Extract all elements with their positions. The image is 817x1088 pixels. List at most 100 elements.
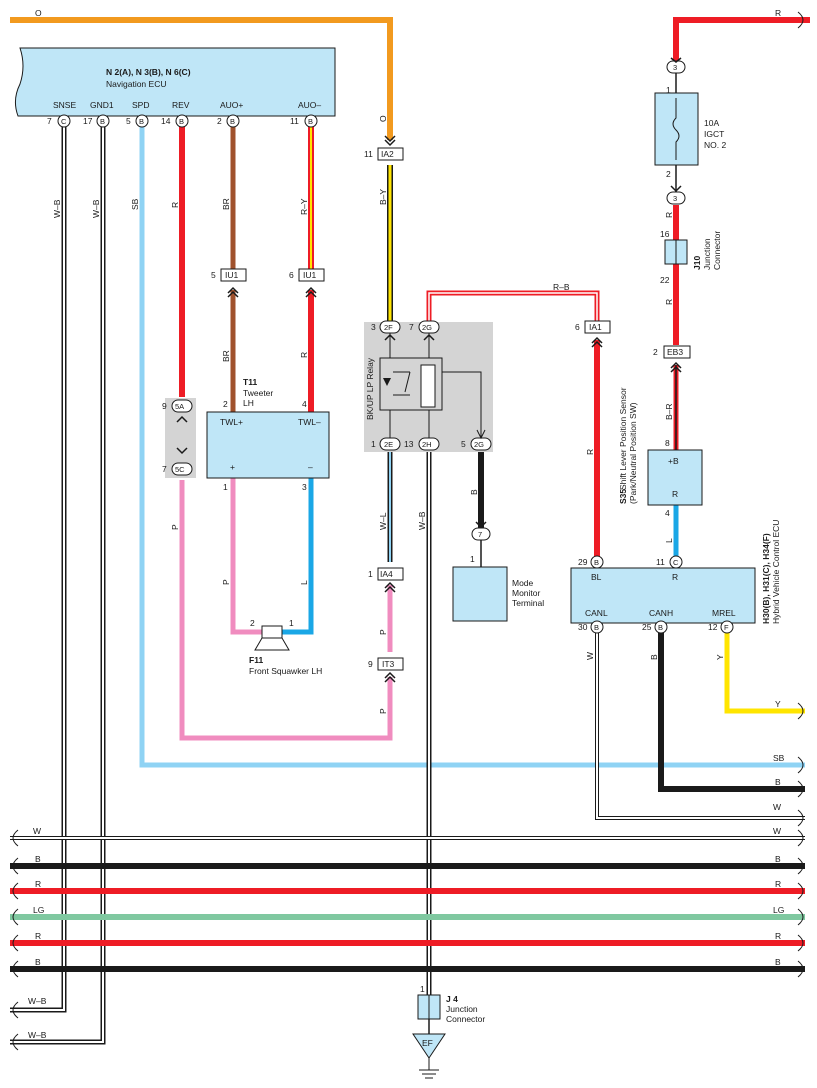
svg-text:6: 6: [575, 322, 580, 332]
svg-text:22: 22: [660, 275, 670, 285]
svg-text:Junction: Junction: [446, 1004, 478, 1014]
svg-text:F11: F11: [249, 655, 263, 665]
svg-text:B: B: [100, 117, 105, 126]
svg-text:AUO+: AUO+: [220, 100, 243, 110]
svg-text:CANH: CANH: [649, 608, 673, 618]
svg-text:L: L: [299, 580, 309, 585]
svg-text:R: R: [775, 8, 781, 18]
svg-text:F: F: [724, 623, 729, 632]
svg-text:R–B: R–B: [553, 282, 570, 292]
svg-text:5C: 5C: [175, 465, 185, 474]
svg-text:1: 1: [223, 482, 228, 492]
svg-text:2G: 2G: [474, 440, 484, 449]
svg-text:Connector: Connector: [712, 231, 722, 270]
wire-o: [10, 17, 393, 140]
relay-connector-2g-bottom: 2G 5: [461, 437, 492, 451]
svg-text:TWL+: TWL+: [220, 417, 243, 427]
svg-text:R: R: [664, 212, 674, 218]
svg-text:BR: BR: [221, 350, 231, 362]
svg-text:9: 9: [368, 659, 373, 669]
svg-text:2E: 2E: [384, 440, 393, 449]
ground-ef: EF: [412, 1019, 446, 1079]
svg-text:7: 7: [478, 530, 482, 539]
svg-text:Terminal: Terminal: [512, 598, 544, 608]
svg-text:2: 2: [666, 169, 671, 179]
svg-text:R: R: [775, 931, 781, 941]
svg-text:P: P: [378, 629, 388, 635]
svg-text:J 4: J 4: [446, 994, 458, 1004]
wire-w-canl: [595, 630, 805, 820]
svg-text:14: 14: [161, 116, 171, 126]
svg-text:TWL–: TWL–: [298, 417, 321, 427]
wire-b-canh: [658, 630, 805, 792]
svg-text:B: B: [308, 117, 313, 126]
connector-5a: 5A 9: [162, 399, 193, 413]
svg-text:SB: SB: [130, 198, 140, 210]
svg-text:3: 3: [673, 194, 677, 203]
svg-text:O: O: [35, 8, 42, 18]
svg-text:+B: +B: [668, 456, 679, 466]
svg-text:J10: J10: [692, 256, 702, 270]
wire-r-fuse-top: [673, 17, 810, 65]
svg-text:4: 4: [302, 399, 307, 409]
svg-text:CANL: CANL: [585, 608, 608, 618]
svg-text:13: 13: [404, 439, 414, 449]
svg-text:1: 1: [371, 439, 376, 449]
svg-text:IT3: IT3: [382, 659, 395, 669]
backup-lamp-relay: BK/UP LP Relay: [365, 333, 486, 440]
svg-text:B: B: [594, 623, 599, 632]
svg-text:3: 3: [673, 63, 677, 72]
svg-text:W–B: W–B: [28, 1030, 47, 1040]
tweeter-t11: TWL+ TWL– + – 2 4 1 3 T11 Tweeter LH: [206, 377, 330, 492]
svg-text:Tweeter: Tweeter: [243, 388, 273, 398]
svg-text:EF: EF: [422, 1038, 433, 1048]
svg-text:Y: Y: [775, 699, 781, 709]
svg-text:29: 29: [578, 557, 588, 567]
svg-text:B: B: [658, 623, 663, 632]
svg-text:NO. 2: NO. 2: [704, 140, 726, 150]
svg-text:B: B: [139, 117, 144, 126]
svg-text:7: 7: [162, 464, 167, 474]
svg-text:BL: BL: [591, 572, 602, 582]
svg-text:S35: S35: [618, 489, 628, 504]
svg-text:2: 2: [217, 116, 222, 126]
svg-text:Navigation ECU: Navigation ECU: [106, 79, 166, 89]
svg-text:IA2: IA2: [381, 149, 394, 159]
svg-text:W–B: W–B: [417, 511, 427, 530]
svg-text:25: 25: [642, 622, 652, 632]
svg-text:11: 11: [656, 557, 665, 567]
svg-text:+: +: [230, 462, 235, 472]
svg-text:MREL: MREL: [712, 608, 736, 618]
svg-text:B–R: B–R: [664, 403, 674, 420]
svg-text:R: R: [35, 931, 41, 941]
svg-text:8: 8: [665, 438, 670, 448]
svg-text:W: W: [773, 802, 781, 812]
svg-text:H30(B), H31(C), H34(F): H30(B), H31(C), H34(F): [761, 533, 771, 624]
connector-iu1-a: IU1 5: [211, 268, 247, 282]
navigation-ecu: N 2(A), N 3(B), N 6(C) Navigation ECU SN…: [14, 47, 336, 117]
svg-text:1: 1: [368, 569, 373, 579]
svg-text:R–Y: R–Y: [299, 198, 309, 215]
svg-text:6: 6: [289, 270, 294, 280]
svg-text:N 2(A), N 3(B), N 6(C): N 2(A), N 3(B), N 6(C): [106, 67, 191, 77]
svg-text:9: 9: [162, 401, 167, 411]
svg-text:B: B: [649, 654, 659, 660]
svg-text:W: W: [585, 652, 595, 660]
svg-text:3: 3: [371, 322, 376, 332]
svg-text:C: C: [61, 117, 67, 126]
svg-text:5A: 5A: [175, 402, 184, 411]
svg-text:Hybrid Vehicle Control ECU: Hybrid Vehicle Control ECU: [771, 520, 781, 624]
svg-text:Shift Lever Position Sensor: Shift Lever Position Sensor: [618, 387, 628, 490]
svg-text:1: 1: [420, 984, 425, 994]
svg-text:SNSE: SNSE: [53, 100, 76, 110]
svg-text:2G: 2G: [422, 323, 432, 332]
connector-it3: IT3 9: [368, 657, 404, 671]
svg-text:B: B: [775, 957, 781, 967]
svg-text:SB: SB: [773, 753, 785, 763]
hybrid-vehicle-control-ecu: BL R CANL CANH MREL H30(B), H31(C), H34(…: [570, 520, 781, 624]
svg-text:4: 4: [665, 508, 670, 518]
wire-p-main: [179, 480, 393, 741]
svg-text:R: R: [664, 299, 674, 305]
svg-text:2: 2: [223, 399, 228, 409]
